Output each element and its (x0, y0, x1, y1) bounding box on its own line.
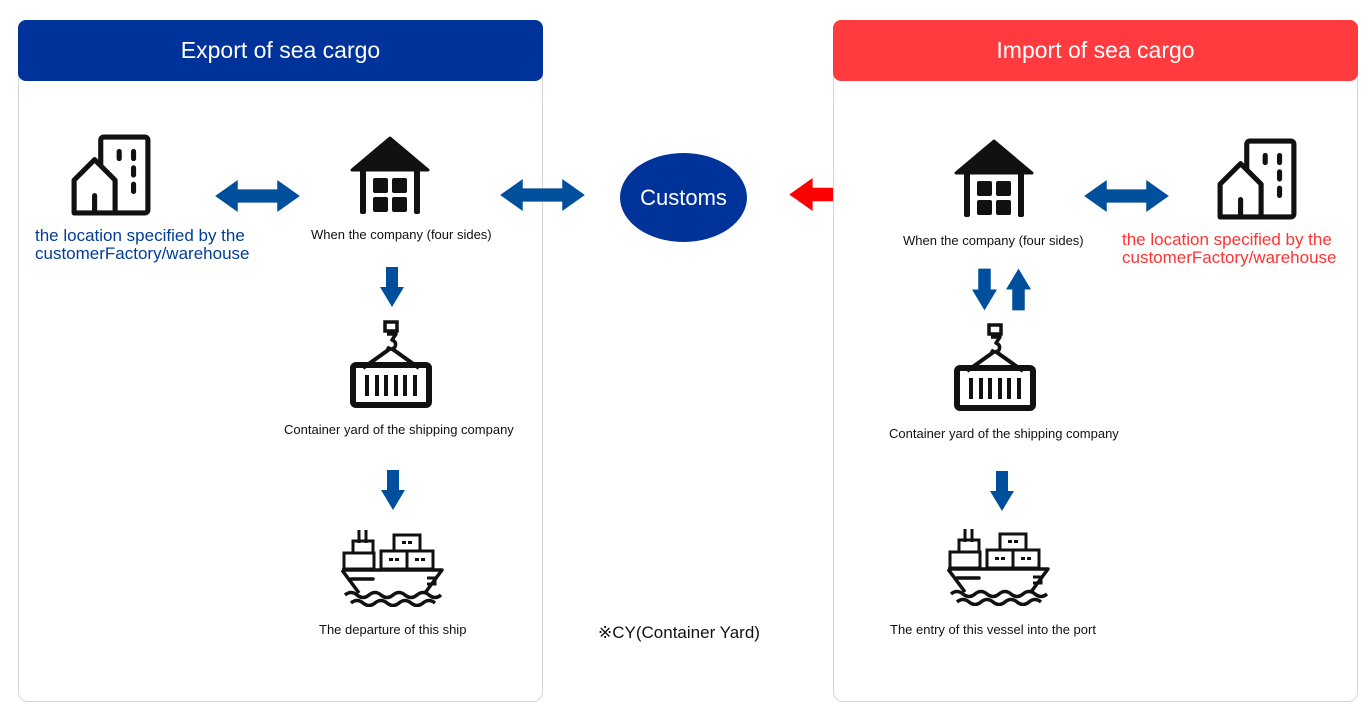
export-panel: Export of sea cargo (18, 20, 543, 702)
export-ship-caption: The departure of this ship (319, 622, 467, 637)
export-panel-title: Export of sea cargo (18, 20, 543, 81)
export-container-yard-caption: Container yard of the shipping company (284, 422, 514, 437)
import-container-yard-caption: Container yard of the shipping company (889, 426, 1119, 441)
down-arrow-icon (990, 471, 1014, 516)
import-location-label: the location specified by the customerFa… (1122, 231, 1336, 267)
double-arrow-icon (1080, 180, 1173, 217)
building-icon (70, 134, 152, 216)
export-location-line1: the location specified by the (35, 226, 245, 245)
double-arrow-icon (212, 180, 303, 217)
ship-icon (341, 527, 445, 607)
footnote: ※CY(Container Yard) (598, 623, 760, 642)
customs-bubble: Customs (620, 153, 747, 242)
import-panel: Import of sea cargo (833, 20, 1358, 702)
import-location-line1: the location specified by the (1122, 230, 1332, 249)
ship-icon (947, 526, 1051, 606)
warehouse-icon (954, 139, 1034, 219)
import-ship-caption: The entry of this vessel into the port (890, 622, 1096, 637)
container-icon (953, 323, 1037, 413)
up-arrow-icon (1006, 268, 1031, 316)
building-icon (1216, 138, 1298, 220)
warehouse-icon (350, 136, 430, 216)
import-location-line2: customerFactory/warehouse (1122, 248, 1337, 267)
import-warehouse-caption: When the company (four sides) (903, 233, 1084, 248)
down-arrow-icon (381, 470, 405, 515)
down-arrow-icon (972, 268, 997, 316)
container-icon (349, 320, 433, 410)
export-location-label: the location specified by the customerFa… (35, 227, 249, 263)
down-arrow-icon (380, 267, 404, 312)
export-warehouse-caption: When the company (four sides) (311, 227, 492, 242)
import-panel-title: Import of sea cargo (833, 20, 1358, 81)
export-location-line2: customerFactory/warehouse (35, 244, 250, 263)
double-arrow-icon (497, 179, 588, 216)
